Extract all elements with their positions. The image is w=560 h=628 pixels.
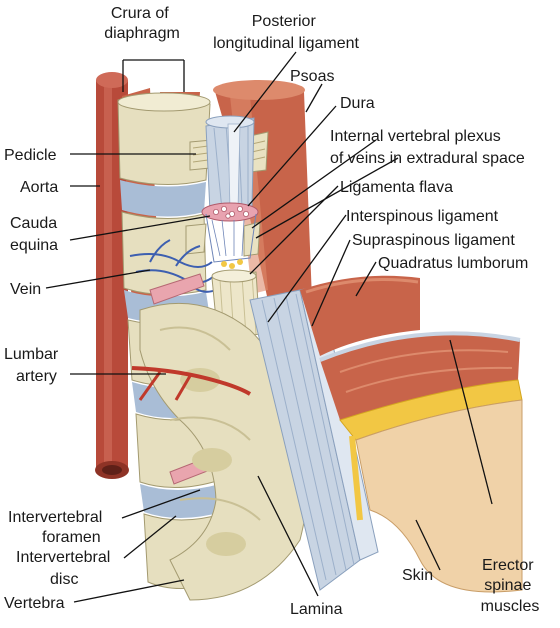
leader-lines <box>45 51 493 603</box>
label-erector-line2: spinae <box>484 577 531 594</box>
label-cauda-equina: Cauda equina <box>10 215 62 254</box>
label-foramen-line1: Intervertebral <box>8 509 102 526</box>
label-aorta: Aorta <box>20 179 58 196</box>
label-artery-line1: Lumbar <box>4 346 59 363</box>
label-psoas: Psoas <box>290 68 334 85</box>
label-dura: Dura <box>340 95 375 112</box>
label-foramen-line2: foramen <box>42 529 101 546</box>
label-quadratus-lumborum: Quadratus lumborum <box>378 255 528 272</box>
lumbar-artery-vessel <box>131 366 252 401</box>
erector-spinae-top <box>319 331 521 420</box>
label-artery-line2: artery <box>16 368 57 385</box>
label-plexus-line2: of veins in extradural space <box>330 150 525 167</box>
label-erector-spinae-muscles: Erector spinae muscles <box>481 557 540 615</box>
label-ligamenta-flava: Ligamenta flava <box>340 179 453 196</box>
label-posterior-longitudinal-ligament: Posterior longitudinal ligament <box>213 13 359 52</box>
label-interspinous-ligament: Interspinous ligament <box>346 208 499 225</box>
label-crura-of-diaphragm: Crura of diaphragm <box>104 5 180 42</box>
label-crura-line2: diaphragm <box>104 25 180 42</box>
label-intervertebral-foramen: Intervertebral foramen <box>8 509 107 546</box>
cauda-equina-bundle <box>201 202 259 269</box>
label-cauda-line2: equina <box>10 237 58 254</box>
label-skin: Skin <box>402 567 433 584</box>
label-disc-line2: disc <box>50 571 78 588</box>
label-posterior-line1: Posterior <box>252 13 317 30</box>
label-intervertebral-disc: Intervertebral disc <box>16 549 115 588</box>
label-internal-vertebral-plexus: Internal vertebral plexus of veins in ex… <box>330 128 525 167</box>
label-erector-line3: muscles <box>481 598 540 615</box>
label-lumbar-artery: Lumbar artery <box>4 346 63 385</box>
label-supraspinous-ligament: Supraspinous ligament <box>352 232 515 249</box>
label-erector-line1: Erector <box>482 557 534 574</box>
label-crura-line1: Crura of <box>111 5 169 22</box>
label-vertebra: Vertebra <box>4 595 65 612</box>
label-pedicle: Pedicle <box>4 147 57 164</box>
posterior-ligament-band <box>227 123 241 211</box>
label-disc-line1: Intervertebral <box>16 549 110 566</box>
label-lamina: Lamina <box>290 601 343 618</box>
posterior-elements <box>139 302 311 601</box>
quadratus-lumborum-muscle <box>300 275 420 356</box>
label-cauda-line1: Cauda <box>10 215 57 232</box>
label-posterior-line2: longitudinal ligament <box>213 35 359 52</box>
label-plexus-line1: Internal vertebral plexus <box>330 128 501 145</box>
label-vein: Vein <box>10 281 41 298</box>
skin-block <box>349 399 523 593</box>
